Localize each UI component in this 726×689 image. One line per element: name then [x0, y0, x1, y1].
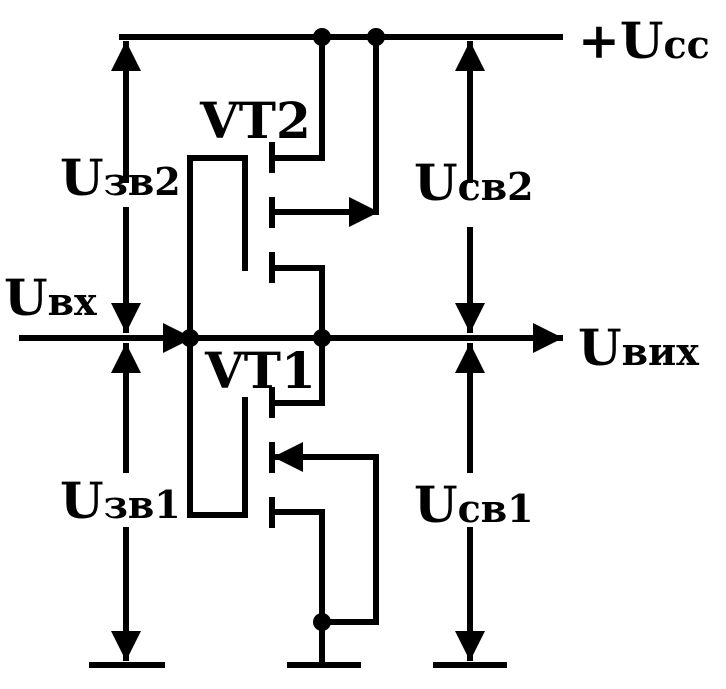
- vt1-label: VT1: [204, 341, 316, 400]
- vt1-source-wire: [269, 509, 325, 668]
- junction-dot: [313, 28, 331, 46]
- vt1-drain-wire: [269, 335, 325, 406]
- vcc-label: +Ucc: [578, 11, 710, 70]
- junction-dot: [181, 329, 199, 347]
- junction-dot: [367, 28, 385, 46]
- junction-dot: [313, 329, 331, 347]
- output-voltage-label: Uвих: [578, 318, 699, 377]
- vt2-label: VT2: [199, 91, 311, 150]
- uds1-label: Uсв1: [414, 475, 534, 534]
- input-voltage-label: Uвх: [4, 268, 97, 327]
- ugs2-label: Uзв2: [60, 148, 181, 207]
- junction-dot: [313, 613, 331, 631]
- gate-wire-vt2: [187, 155, 248, 341]
- vt2-drain-wire: [269, 265, 325, 341]
- ugs1-label: Uзв1: [60, 471, 181, 530]
- uds2-label: Uсв2: [414, 153, 534, 212]
- gate-wire-vt1: [187, 335, 248, 518]
- vt2-source-wire: [269, 34, 325, 161]
